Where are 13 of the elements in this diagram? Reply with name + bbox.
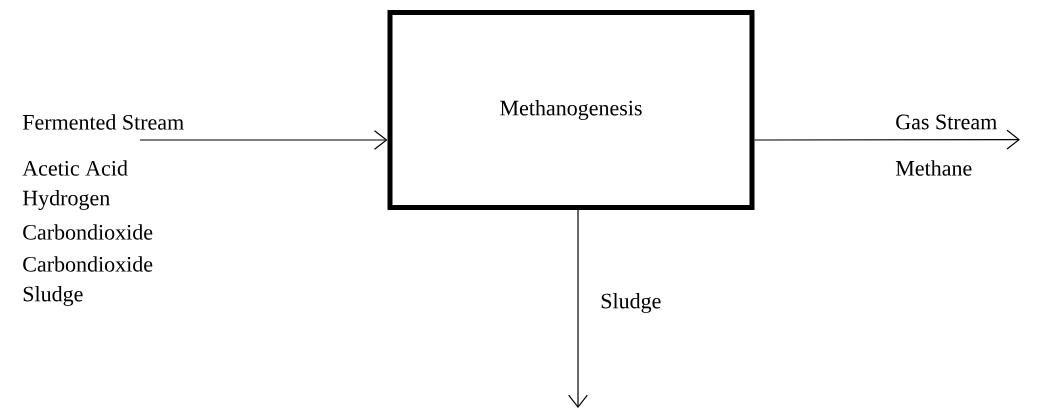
stream-label: Sludge [23, 286, 83, 306]
arrow [139, 130, 388, 150]
arrow [568, 209, 588, 408]
arrow [753, 129, 1020, 150]
stream-label: Gas Stream [896, 114, 997, 130]
stream-label: Hydrogen [22, 190, 110, 210]
stream-label: Methane [895, 160, 972, 176]
edge-label: Sludge [601, 293, 661, 313]
stream-label: Fermented Stream [22, 114, 184, 130]
process-box: Methanogenesis [387, 10, 755, 210]
stream-label: Acetic Acid [22, 160, 128, 176]
stream-label: Carbondioxide [23, 224, 153, 240]
stream-label: Carbondioxide [23, 256, 153, 272]
